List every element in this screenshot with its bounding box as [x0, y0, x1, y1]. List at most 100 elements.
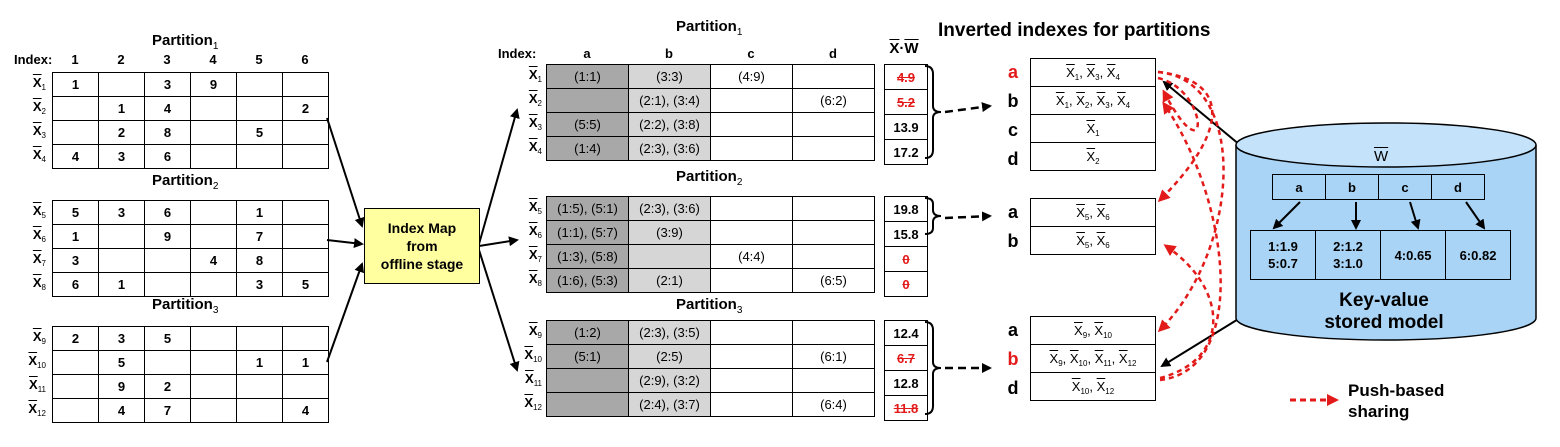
- row-label-x: X: [1086, 65, 1096, 80]
- row-label: X1: [1056, 93, 1069, 110]
- row-label-x: X: [29, 377, 38, 392]
- mid-col-header: a: [583, 46, 591, 61]
- left-index-label: Index:: [14, 52, 53, 67]
- inverted-key-label: c: [1007, 120, 1018, 140]
- mid-table-row: (2:1), (3:4)(6:2): [546, 88, 875, 113]
- map-line-2: from: [406, 238, 438, 254]
- score-row: 12.4: [884, 320, 928, 346]
- sep: ,: [1062, 351, 1070, 366]
- left-table-cell: [190, 224, 237, 249]
- left-table-cell: 4: [52, 144, 99, 169]
- row-label-sub: 6: [537, 231, 542, 240]
- row-label-sub: 6: [1105, 213, 1110, 222]
- row-label-sub: 9: [537, 331, 542, 340]
- row-label: X4: [1117, 93, 1130, 110]
- mid-table-cell: [792, 196, 875, 221]
- inverted-key-label: d: [1007, 149, 1019, 169]
- left-table-cell: [144, 248, 191, 273]
- left-partition-title: Partition1: [152, 32, 219, 52]
- arrow-model-to-a1: [1162, 80, 1241, 146]
- left-row-label: X9: [8, 329, 46, 346]
- sep: ,: [1079, 65, 1087, 80]
- row-label-sub: 10: [1080, 387, 1090, 396]
- score-cell: 13.9: [884, 114, 928, 140]
- left-partition-sub: 1: [212, 41, 219, 52]
- row-label-sub: 5: [1084, 241, 1090, 250]
- left-table-cell: [236, 96, 283, 121]
- row-label: X3: [1097, 93, 1110, 110]
- mid-table-cell: [792, 112, 875, 137]
- model-key-cell: c: [1378, 174, 1432, 200]
- row-label-x: X: [1049, 351, 1059, 366]
- left-row-label: X12: [8, 401, 46, 418]
- mid-partition-title: Partition3: [676, 296, 743, 316]
- model-caption-line1: Key-value: [1339, 290, 1429, 311]
- score-row: 0: [884, 246, 928, 272]
- row-label-x: X: [1066, 65, 1075, 80]
- row-label-sub: 12: [1105, 387, 1115, 396]
- left-table-cell: [52, 398, 99, 423]
- row-label-x: X: [528, 115, 538, 130]
- mid-partition-sub: 3: [736, 305, 743, 316]
- row-label-sub: 5: [537, 207, 542, 216]
- mid-table-cell: (1:2): [546, 320, 629, 345]
- model-value-line: 1:1.9: [1268, 239, 1298, 254]
- inverted-entry: X1, X3, X4: [1031, 59, 1155, 87]
- arrow-map-to-p3: [478, 249, 520, 372]
- mid-table-cell: (3:3): [628, 64, 711, 89]
- mid-table-cell: (6:5): [792, 268, 875, 293]
- row-label-x: X: [528, 271, 538, 286]
- score-header: X·W: [882, 40, 926, 57]
- left-table-cell: [282, 200, 329, 225]
- mid-table-row: (5:5)(2:2), (3:8): [546, 112, 875, 137]
- left-table-cell: [98, 72, 145, 97]
- mid-table-row: (2:4), (3:7)(6:4): [546, 392, 875, 417]
- mid-table-cell: (2:2), (3:8): [628, 112, 711, 137]
- left-row-label: X2: [8, 99, 46, 116]
- arrow-key-d: [1465, 201, 1486, 230]
- left-col-header: 4: [209, 52, 217, 67]
- mid-table-cell: [546, 368, 629, 393]
- left-table-cell: [144, 350, 191, 375]
- row-label-sub: 1: [1095, 129, 1100, 138]
- row-label-x: X: [28, 401, 38, 416]
- row-label-x: X: [528, 323, 538, 338]
- row-label-x: X: [1094, 323, 1104, 338]
- left-row-label: X5: [8, 203, 46, 220]
- score-row: 0: [884, 271, 928, 297]
- left-table-cell: [190, 96, 237, 121]
- mid-table-cell: [792, 368, 875, 393]
- row-label-x: X: [1086, 121, 1096, 136]
- row-label-sub: 10: [533, 355, 542, 364]
- mid-table-cell: (2:3), (3:6): [628, 196, 711, 221]
- sep: ,: [1089, 233, 1097, 248]
- push-arrow-1: [1157, 70, 1214, 203]
- legend-line1: Push-based: [1348, 381, 1445, 400]
- left-table-cell: [282, 144, 329, 169]
- inverted-title: Inverted indexes for partitions: [938, 20, 1211, 41]
- inverted-entry: X9, X10, X11, X12: [1031, 345, 1155, 373]
- left-table-cell: [52, 120, 99, 145]
- left-table-cell: 1: [282, 350, 329, 375]
- mid-partition-table: (1:5), (5:1)(2:3), (3:6)(1:1), (5:7)(3:9…: [546, 196, 875, 293]
- mid-table-cell: (2:4), (3:7): [628, 392, 711, 417]
- row-label: X5: [1076, 233, 1090, 250]
- arrow-map-to-p1: [478, 108, 520, 245]
- left-table-cell: 7: [236, 224, 283, 249]
- left-partition-sub: 3: [212, 305, 219, 316]
- mid-table-cell: (5:5): [546, 112, 629, 137]
- mid-partition-table: (1:1)(3:3)(4:9)(2:1), (3:4)(6:2)(5:5)(2:…: [546, 64, 875, 161]
- left-col-header: 3: [163, 52, 171, 67]
- left-partition-title: Partition3: [152, 296, 219, 316]
- row-label: X3: [528, 115, 542, 132]
- inverted-key-label: a: [1007, 202, 1018, 222]
